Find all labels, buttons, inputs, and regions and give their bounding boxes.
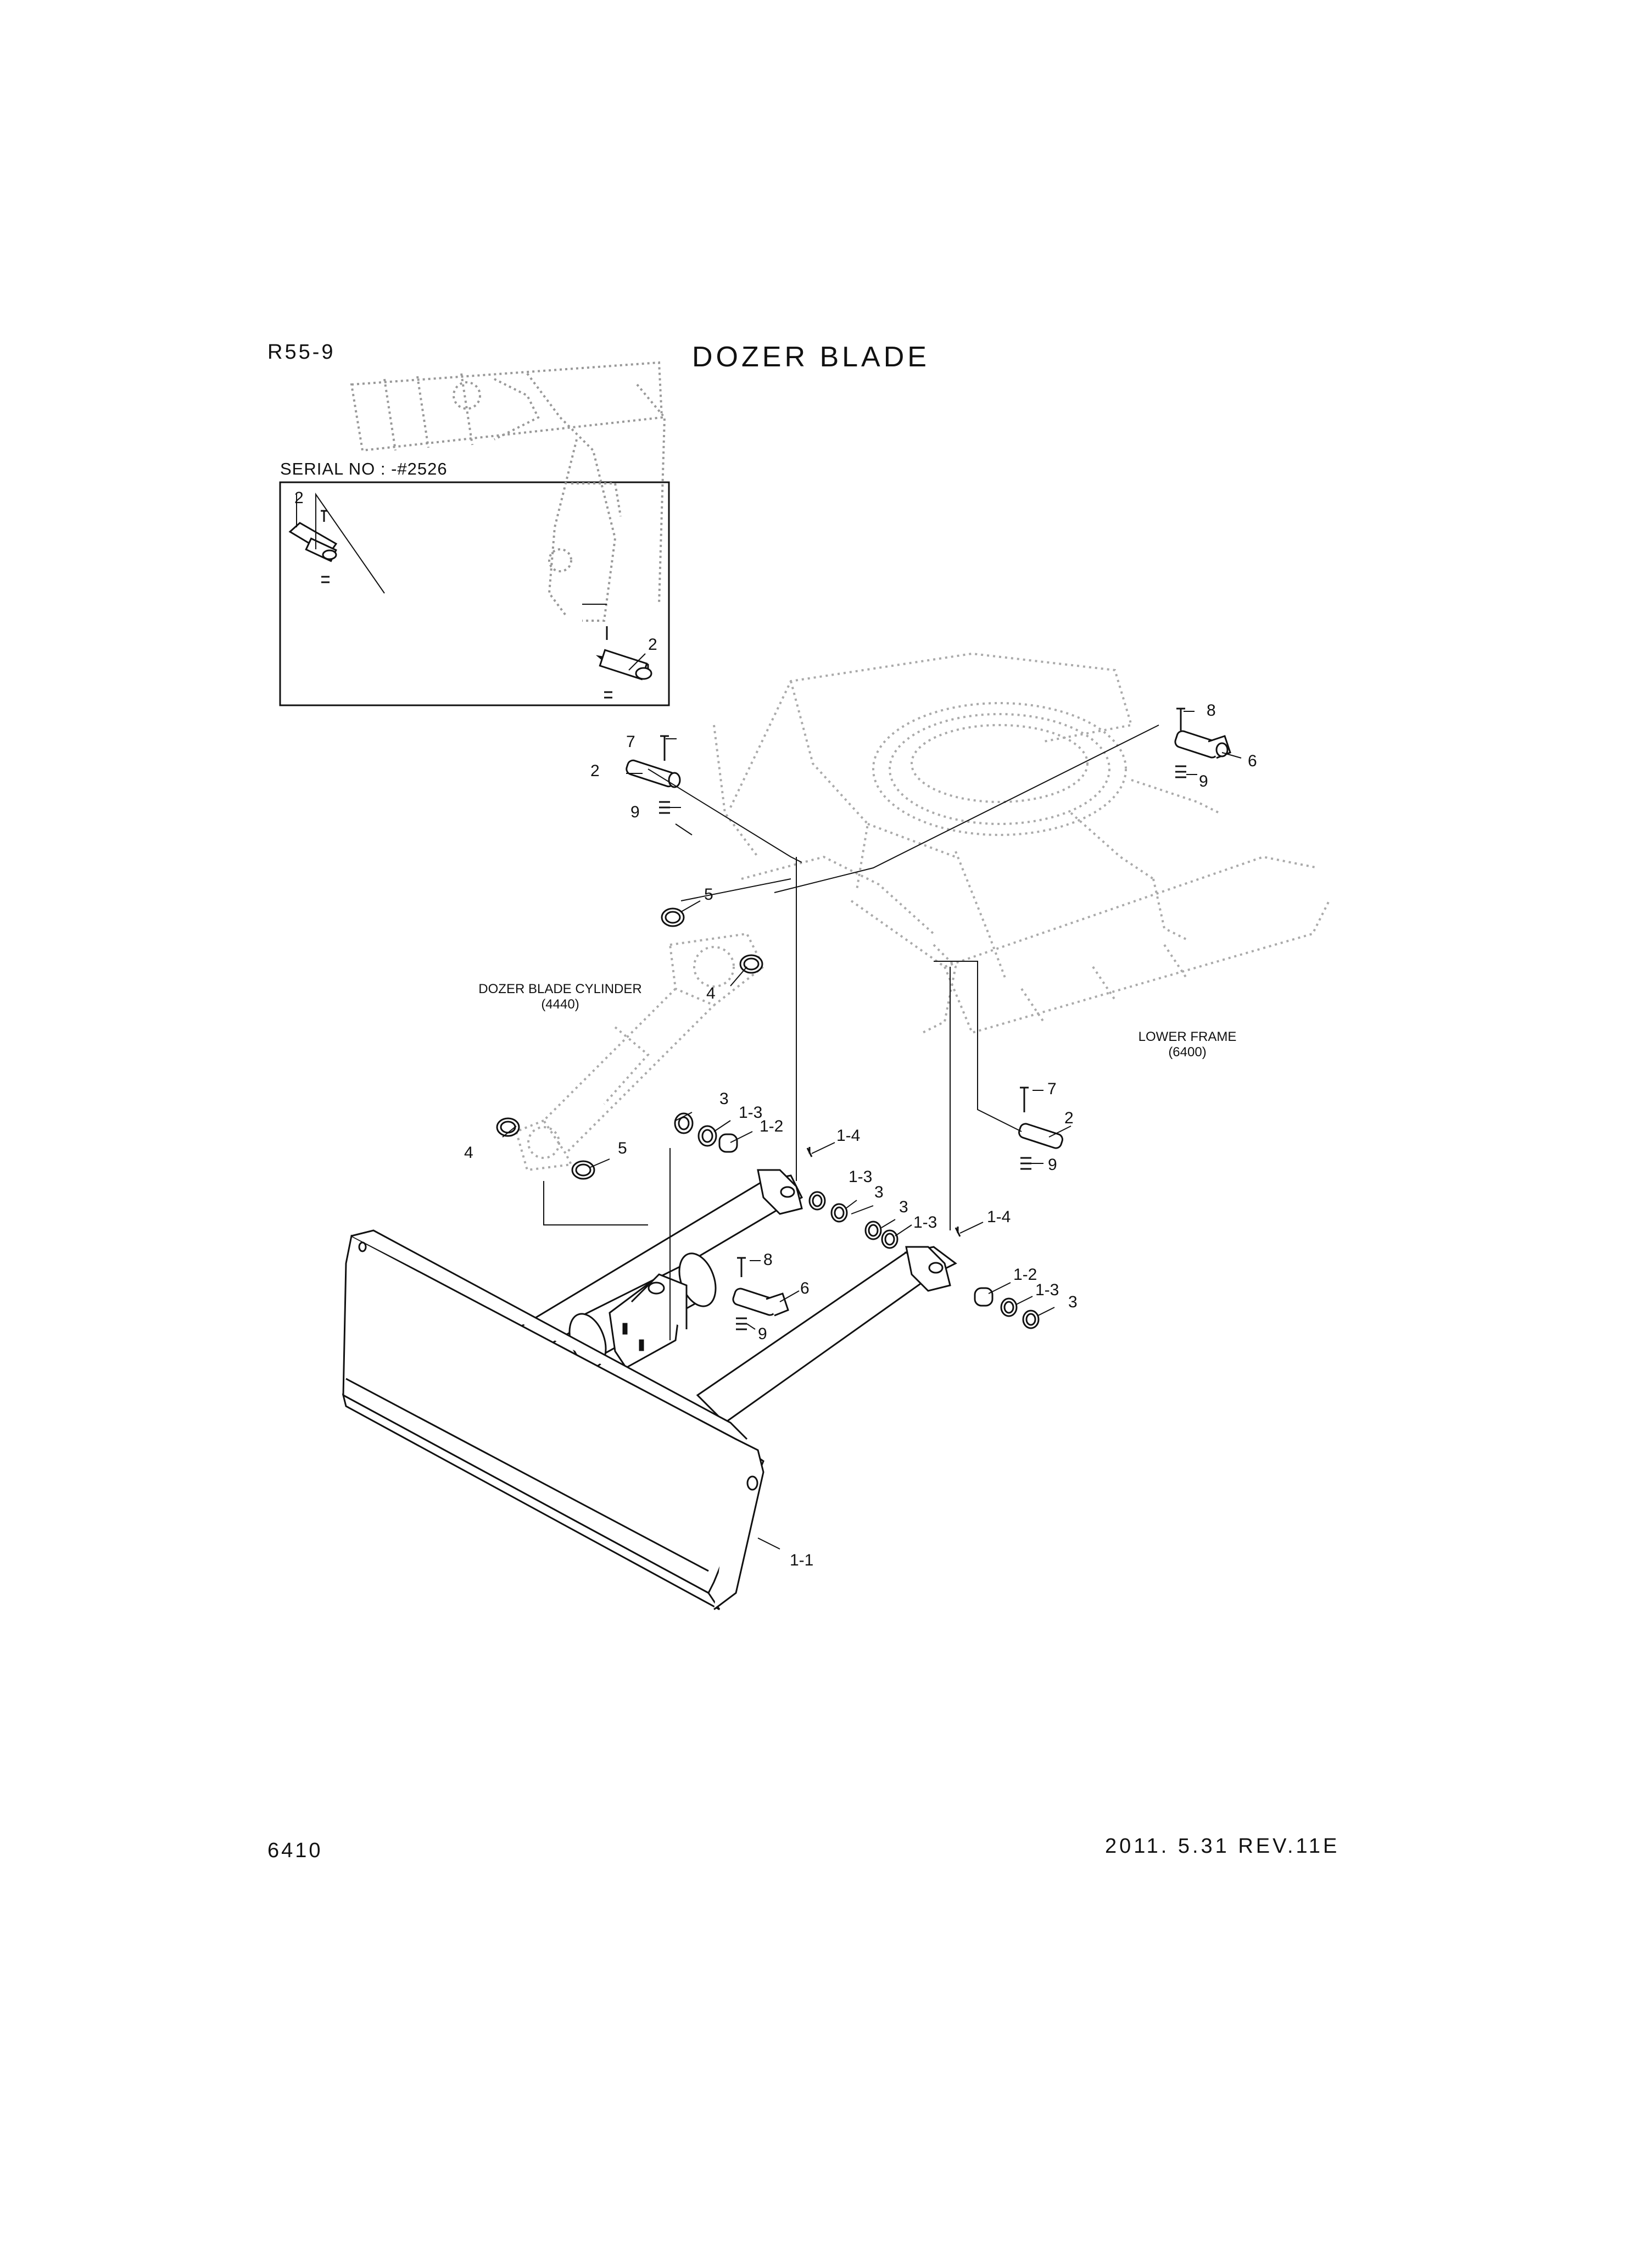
inset-view: 2 2 (279, 361, 670, 706)
callout-label: 2 (294, 489, 304, 507)
cylinder-label: DOZER BLADE CYLINDER (478, 982, 641, 996)
callout-label: 3 (1068, 1293, 1078, 1311)
callout-label: 5 (618, 1139, 627, 1157)
callout-label: 3 (874, 1183, 884, 1201)
assembly-labels: DOZER BLADE CYLINDER (4440) LOWER FRAME … (478, 982, 1236, 1060)
page-title: DOZER BLADE (692, 341, 930, 373)
callout-label: 1-3 (849, 1168, 872, 1186)
leader-lines (502, 711, 1242, 1550)
callout-label: 1-1 (790, 1551, 813, 1569)
callout-label: 2 (648, 636, 657, 654)
callout-label: 6 (800, 1279, 810, 1297)
callout-label: 7 (1047, 1080, 1057, 1098)
callout-label: 1-4 (836, 1127, 860, 1145)
callout-label: 2 (590, 762, 600, 780)
callout-label: 1-3 (739, 1104, 762, 1122)
callout-label: 1-2 (1013, 1266, 1037, 1284)
callout-label: 9 (1048, 1156, 1057, 1174)
lower-frame-ghost (713, 652, 1330, 1034)
callout-label: 4 (464, 1144, 473, 1162)
callout-label: 8 (763, 1251, 773, 1269)
revision-date: 2011. 5.31 REV.11E (1105, 1835, 1340, 1858)
inset-caption: SERIAL NO : -#2526 (280, 459, 448, 478)
callout-label: 8 (1207, 701, 1216, 720)
callout-label: 1-3 (1035, 1281, 1059, 1299)
dozer-blade-assembly (342, 1169, 957, 1611)
model-code: R55-9 (267, 341, 336, 364)
cylinder-code: (4440) (541, 997, 579, 1012)
page-number: 6410 (267, 1839, 323, 1862)
callout-label: 6 (1248, 752, 1257, 770)
callout-label: 9 (630, 803, 640, 821)
callouts: 7 2 9 8 6 9 5 4 4 5 3 1-3 1-2 1-4 1-3 3 … (464, 701, 1257, 1569)
callout-label: 5 (704, 885, 713, 904)
callout-label: 9 (758, 1325, 767, 1343)
callout-label: 1-4 (987, 1208, 1011, 1226)
callout-label: 1-3 (913, 1213, 937, 1232)
small-parts (496, 707, 1231, 1330)
callout-label: 4 (706, 984, 716, 1002)
callout-label: 1-2 (760, 1117, 783, 1135)
callout-label: 2 (1064, 1109, 1074, 1127)
callout-label: 7 (626, 733, 635, 751)
callout-label: 9 (1199, 772, 1208, 790)
callout-label: 3 (719, 1090, 729, 1108)
frame-code: (6400) (1168, 1045, 1206, 1060)
callout-label: 3 (899, 1198, 908, 1216)
frame-label: LOWER FRAME (1138, 1029, 1237, 1044)
dozer-cylinder-ghost (515, 932, 765, 1172)
